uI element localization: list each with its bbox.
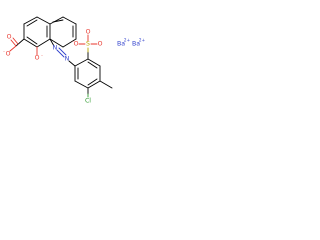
bond-n-n [56,49,65,58]
enolate-group: O - [35,46,43,62]
bond-n-n-double [58,47,67,56]
carboxylate-oxygen-double: O [7,34,12,41]
bond [62,16,77,25]
bond [74,58,89,67]
azo-nitrogen-2: N [65,56,70,63]
barium-ion-1: Ba [117,41,125,48]
azo-linkage: N N [49,38,76,67]
bond [36,16,51,25]
bond-double-inner [87,78,98,86]
bond [62,38,77,48]
bond [36,38,51,48]
bond [49,16,64,25]
bond-c-o-double [10,39,17,47]
naphthalene-ring-left [23,16,51,48]
carboxylate-oxygen-single: O [6,51,11,58]
carboxylate-group: O O - [3,34,25,58]
sulfonate-charge: - [72,39,74,44]
counterions: Ba 2+ Ba 2+ [117,38,146,48]
methyl-group [99,80,113,89]
barium-ion-1-charge: 2+ [124,38,131,43]
sulfonate-oxygen-left: O [74,41,79,48]
carboxylate-charge: - [3,49,5,54]
bond-double-inner [87,61,98,69]
bond [49,38,64,48]
bond [23,16,38,25]
bond [74,80,89,89]
bond-c-o-double [12,37,19,45]
azo-nitrogen-1: N [53,45,58,52]
bond [68,60,76,67]
bond [15,38,25,47]
sulfonate-group: S O O O - [72,29,103,60]
bond [87,80,101,89]
bond [99,80,113,89]
barium-ion-2: Ba [132,41,140,48]
chlorine-atom: Cl [85,98,91,105]
enolate-charge: - [41,53,43,58]
enolate-oxygen: O [35,55,40,62]
bond [87,58,101,67]
bond-double-inner [26,19,38,27]
chloro-group: Cl [85,87,91,105]
bond [49,38,55,47]
sulfonate-sulfur: S [86,41,90,48]
bond-c-o-single [9,45,17,52]
barium-ion-2-charge: 2+ [139,38,146,43]
benzene-ring [74,58,101,89]
sulfonate-oxygen-right: O [98,41,103,48]
bond [23,38,38,48]
naphthalene-ring-right [49,16,77,48]
bond-double-inner [26,36,38,45]
chemical-structure-diagram: O O - O - N N S O O O [3,16,146,105]
bond-double-inner [52,19,64,23]
sulfonate-oxygen-top: O [86,29,91,36]
